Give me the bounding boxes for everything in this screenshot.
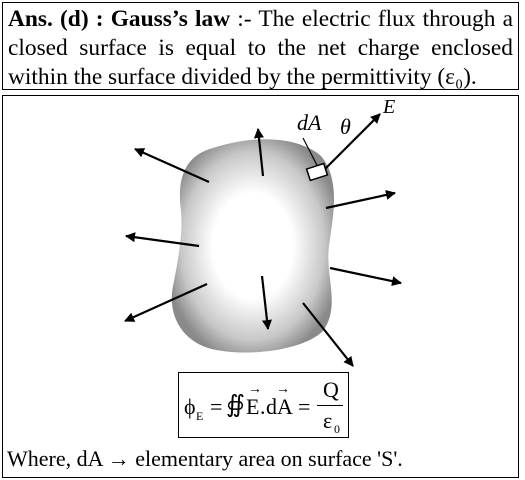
formula-dot: .	[260, 394, 266, 419]
flux-arrow-right	[325, 190, 396, 210]
formula-epsilon-subscript: 0	[334, 422, 340, 436]
answer-line-1-text: :- The electric flux through a	[237, 6, 513, 32]
flux-arrow-lower-right	[329, 266, 402, 287]
formula-closed-integral: ∯	[226, 392, 245, 418]
formula-E-arrow: →	[248, 382, 262, 397]
formula-denominator-epsilon: ε	[323, 408, 333, 433]
formula-equals-1: =	[210, 394, 223, 419]
formula-dA-vector: dA	[266, 394, 293, 419]
formula-dA-arrow: →	[276, 382, 290, 397]
flux-arrow-bottom	[260, 275, 272, 330]
closed-surface	[171, 139, 334, 353]
answer-line-1: Ans. (d) : Gauss’s law :- The electric f…	[8, 5, 513, 34]
flux-arrows	[124, 113, 402, 367]
where-definition: Where, dA → elementary area on surface '…	[7, 446, 403, 471]
formula-E-vector: E	[246, 394, 260, 419]
figure-box: dA θ E ϕ E = ∯ E → . dA → = Q ε 0 Where,…	[2, 95, 519, 478]
flux-arrow-left	[125, 232, 200, 248]
answer-box: Ans. (d) : Gauss’s law :- The electric f…	[2, 2, 519, 90]
answer-line-2: closed surface is equal to the net charg…	[8, 35, 513, 61]
flux-arrow-lower-left	[124, 282, 208, 323]
label-dA: dA	[297, 110, 322, 135]
formula-phi: ϕ	[184, 394, 196, 419]
formula-fraction-bar	[317, 405, 343, 406]
gauss-surface-diagram: dA θ E	[124, 96, 402, 367]
area-element-dA	[305, 162, 329, 182]
formula-equals-2: =	[298, 394, 311, 419]
label-E: E	[382, 96, 395, 118]
answer-line-3: within the surface divided by the permit…	[8, 64, 477, 90]
formula-phi-subscript: E	[196, 409, 204, 423]
formula-numerator-Q: Q	[323, 377, 339, 402]
answer-prefix: Ans. (d) : Gauss’s law	[8, 6, 231, 32]
flux-arrow-upper-left	[134, 147, 210, 184]
field-vector-E	[320, 113, 381, 174]
gauss-formula-box: ϕ E = ∯ E → . dA → = Q ε 0	[178, 372, 349, 438]
label-theta: θ	[340, 114, 351, 139]
flux-arrow-bottom-right	[302, 302, 354, 367]
flux-arrow-top	[253, 128, 265, 177]
